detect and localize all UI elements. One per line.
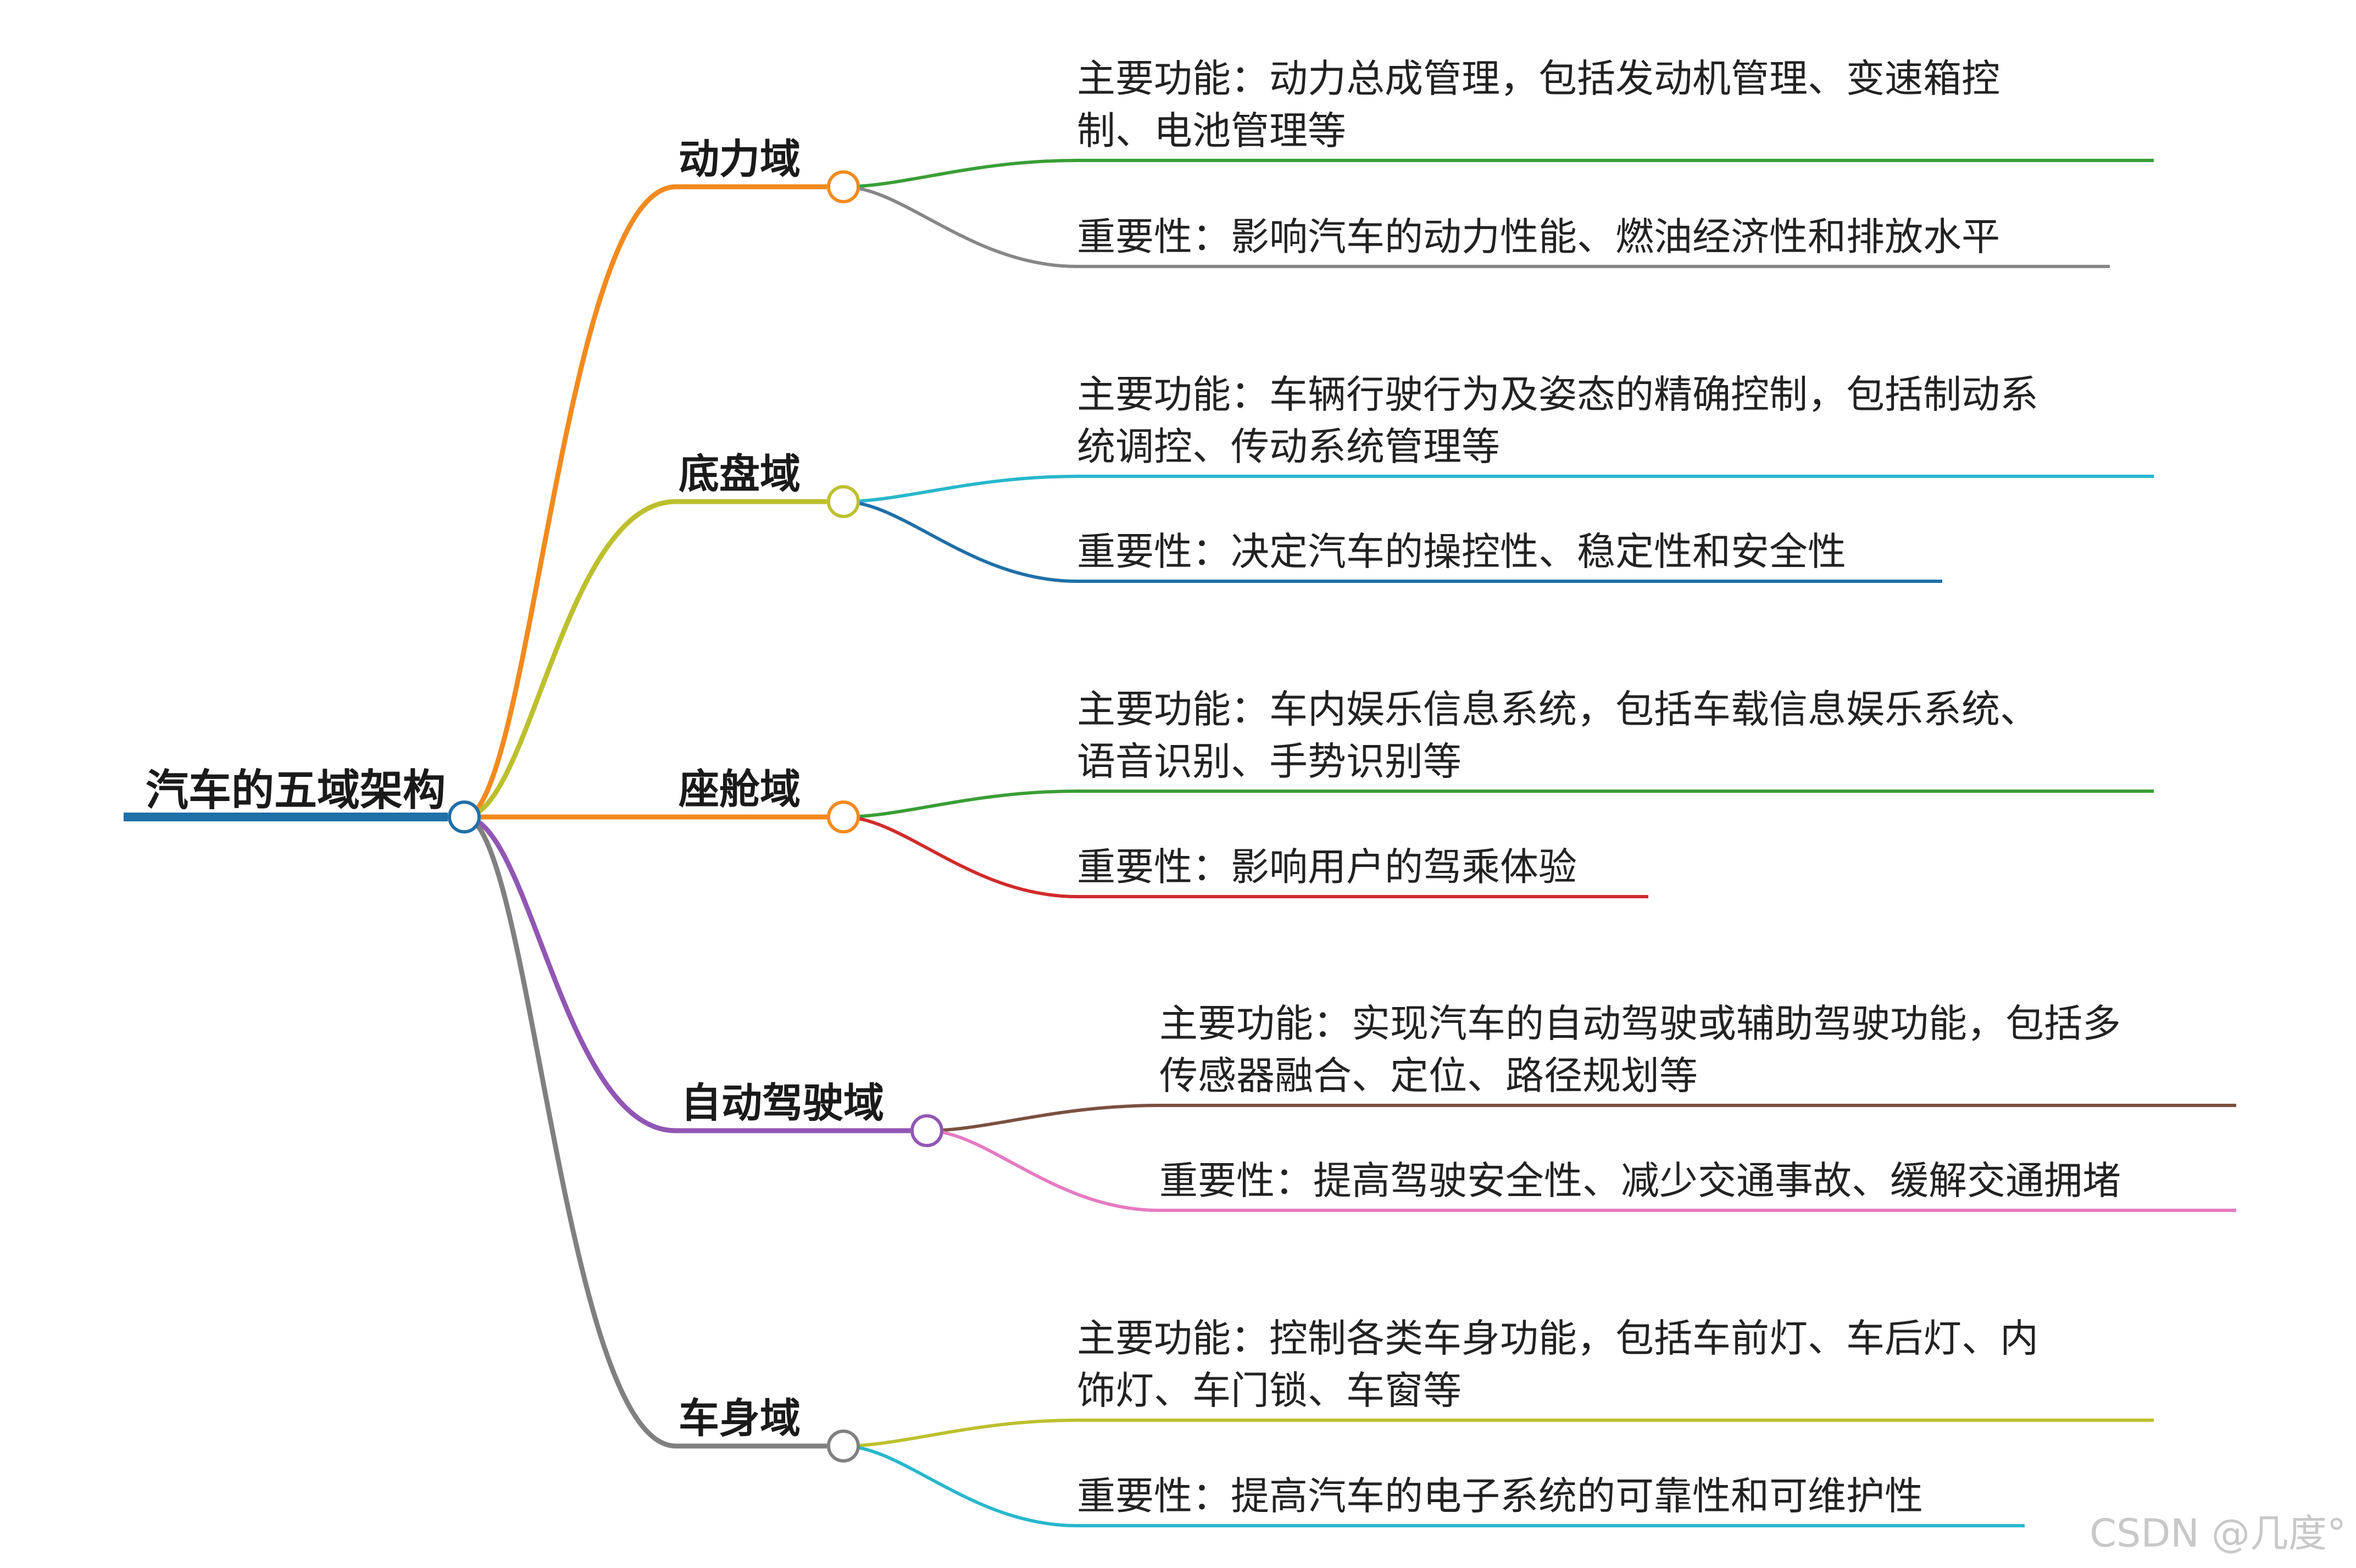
leaf-connector <box>843 185 2110 268</box>
branch-connector <box>464 814 676 1133</box>
branch-label: 动力域 <box>679 136 801 183</box>
importance-text: 重要性：决定汽车的操控性、稳定性和安全性 <box>1077 529 1846 574</box>
branch-connector <box>464 499 676 820</box>
function-text: 饰灯、车门锁、车窗等 <box>1077 1368 1462 1413</box>
leaf-connector <box>843 1444 2025 1527</box>
importance-text: 重要性：提高驾驶安全性、减少交通事故、缓解交通拥堵 <box>1159 1158 2121 1203</box>
leaf-connector <box>843 159 2154 188</box>
branch-node-circle[interactable] <box>827 1430 860 1463</box>
leaf-connector <box>843 789 2154 819</box>
function-text: 主要功能：控制各类车身功能，包括车前灯、车后灯、内 <box>1077 1316 2038 1361</box>
leaf-connector <box>926 1129 2236 1212</box>
function-text: 语音识别、手势识别等 <box>1077 739 1462 784</box>
importance-text: 重要性：影响用户的驾乘体验 <box>1077 844 1577 889</box>
branch-label: 座舱域 <box>679 766 801 813</box>
leaf-connector <box>843 1419 2154 1448</box>
function-text: 主要功能：车内娱乐信息系统，包括车载信息娱乐系统、 <box>1077 687 2038 732</box>
function-text: 主要功能：实现汽车的自动驾驶或辅助驾驶功能，包括多 <box>1159 1001 2121 1046</box>
function-text: 传感器融合、定位、路径规划等 <box>1159 1053 1698 1098</box>
connectors <box>124 159 2236 1527</box>
branch-node-circle[interactable] <box>910 1114 943 1147</box>
watermark: CSDN @几度° <box>2090 1511 2346 1556</box>
importance-text: 重要性：影响汽车的动力性能、燃油经济性和排放水平 <box>1077 214 2000 259</box>
function-text: 制、电池管理等 <box>1077 108 1346 153</box>
nodes: 汽车的五域架构 动力域 主要功能：动力总成管理，包括发动机管理、变速箱控制、电池管理… <box>146 56 2121 1519</box>
leaf-connector <box>843 815 1648 898</box>
function-text: 统调控、传动系统管理等 <box>1077 424 1500 469</box>
importance-text: 重要性：提高汽车的电子系统的可靠性和可维护性 <box>1077 1474 1923 1519</box>
branch-connector <box>464 814 676 1449</box>
branch-label: 自动驾驶域 <box>681 1080 884 1127</box>
branch-label: 底盘域 <box>679 451 801 498</box>
leaf-connector <box>926 1104 2236 1132</box>
branch-node-circle[interactable] <box>827 485 860 518</box>
root-node-circle[interactable] <box>448 800 481 833</box>
leaf-connector <box>843 500 1942 583</box>
branch-node-circle[interactable] <box>827 800 860 833</box>
branch-label: 车身域 <box>679 1395 801 1442</box>
leaf-connector <box>843 475 2154 503</box>
branch-node-circle[interactable] <box>827 170 860 203</box>
function-text: 主要功能：动力总成管理，包括发动机管理、变速箱控 <box>1077 56 2000 101</box>
branch-connector <box>464 184 676 820</box>
function-text: 主要功能：车辆行驶行为及姿态的精确控制，包括制动系 <box>1077 372 2038 417</box>
root-label: 汽车的五域架构 <box>146 766 446 815</box>
